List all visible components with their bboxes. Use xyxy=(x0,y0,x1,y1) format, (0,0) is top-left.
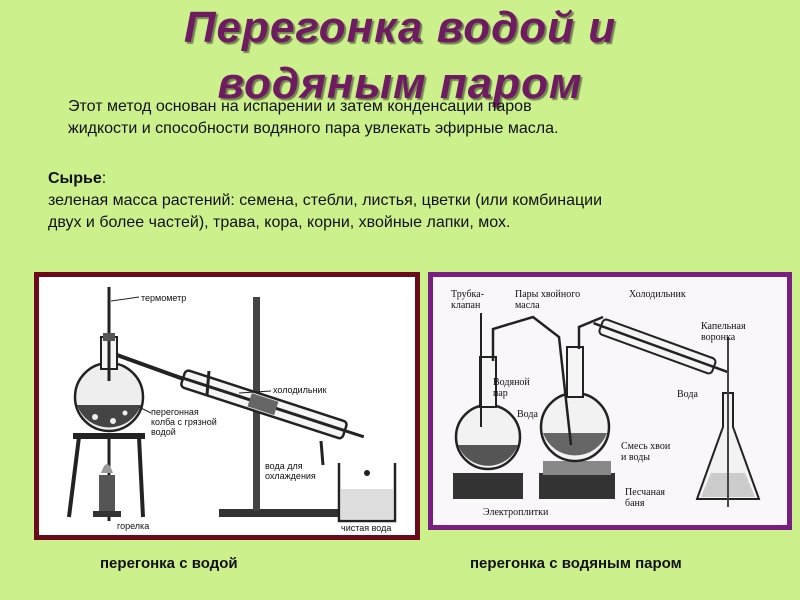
label-thermometer: термометр xyxy=(141,293,186,303)
generator-water xyxy=(458,445,518,466)
leader-thermometer xyxy=(110,296,140,302)
label-steam-2: пар xyxy=(493,388,508,399)
bubble xyxy=(92,414,98,420)
label-flask-3: водой xyxy=(151,427,176,437)
stand-base xyxy=(219,509,339,517)
burner-body xyxy=(99,475,115,513)
caption-steam-distillation: перегонка с водяным паром xyxy=(470,555,682,572)
label-valve-tube-2: клапан xyxy=(451,300,481,311)
raw-material-section: Сырье: зеленая масса растений: семена, с… xyxy=(48,168,768,234)
label-valve-tube-1: Трубка- xyxy=(451,289,484,300)
label-funnel-1: Капельная xyxy=(701,321,746,332)
steam-distillation-figure: Трубка- клапан Пары хвойного масла Холод… xyxy=(428,272,792,530)
tripod-ring xyxy=(73,433,145,439)
label-flask-1: перегонная xyxy=(151,407,199,417)
burner-flame xyxy=(101,464,113,473)
pine-flask-neck xyxy=(566,346,584,398)
hotplate-right xyxy=(539,473,615,499)
label-steam-1: Водяной xyxy=(493,377,530,388)
label-vapors-2: масла xyxy=(515,300,540,311)
water-distillation-figure: термометр холодильник перегонная колба с… xyxy=(34,272,420,540)
receiver-beaker xyxy=(337,463,397,523)
caption-water-distillation: перегонка с водой xyxy=(100,555,238,572)
cooling-inlet xyxy=(319,440,325,466)
label-clean-water: чистая вода xyxy=(341,523,391,533)
label-condenser-right: Холодильник xyxy=(629,289,686,300)
label-burner: горелка xyxy=(117,521,149,531)
label-water-mid: Вода xyxy=(517,409,538,420)
vapor-tube xyxy=(577,315,604,349)
steam-distillation-diagram: Трубка- клапан Пары хвойного масла Холод… xyxy=(451,289,761,518)
label-sand-1: Песчаная xyxy=(625,487,665,498)
label-mixture-2: и воды xyxy=(621,452,650,463)
title-line-1: Перегонка водой и xyxy=(183,3,617,52)
tripod-leg-right xyxy=(137,436,145,518)
raw-material-line-1: зеленая масса растений: семена, стебли, … xyxy=(48,192,602,209)
label-water-right: Вода xyxy=(677,389,698,400)
stopper xyxy=(103,333,115,341)
clean-water xyxy=(341,489,393,519)
label-cooling-2: охлаждения xyxy=(265,471,316,481)
label-funnel-2: воронка xyxy=(701,332,736,343)
label-mixture-1: Смесь хвои xyxy=(621,441,671,452)
bubble xyxy=(122,410,128,416)
leader-flask xyxy=(138,406,152,414)
cooling-outlet xyxy=(205,370,211,396)
condenser xyxy=(173,369,365,440)
hotplate-left xyxy=(453,473,523,499)
sand-bath xyxy=(543,461,611,475)
raw-material-line-2: двух и более частей), трава, кора, корни… xyxy=(48,214,511,231)
title-line-2: водяным паром xyxy=(217,59,583,108)
pine-mixture xyxy=(543,433,607,456)
intro-line-2: жидкости и способности водяного пара увл… xyxy=(68,120,559,137)
label-flask-2: колба с грязной xyxy=(151,417,217,427)
tripod-leg-left xyxy=(67,436,81,518)
drop xyxy=(364,470,370,476)
condenser-right xyxy=(593,318,730,375)
label-hotplates: Электроплитки xyxy=(483,507,549,518)
label-sand-2: баня xyxy=(625,498,645,509)
bubble xyxy=(110,418,116,424)
label-cooling-1: вода для xyxy=(265,461,303,471)
page-title: Перегонка водой и водяным паром xyxy=(0,0,800,112)
water-distillation-diagram: термометр холодильник перегонная колба с… xyxy=(67,287,397,533)
leader-condenser xyxy=(238,390,272,394)
burner-base xyxy=(93,511,121,517)
label-vapors-1: Пары хвойного xyxy=(515,289,580,300)
raw-material-heading: Сырье xyxy=(48,170,102,187)
raw-material-colon: : xyxy=(101,170,107,187)
steam-tube xyxy=(491,315,573,446)
intro-paragraph: Этот метод основан на испарении и затем … xyxy=(68,96,768,140)
intro-line-1: Этот метод основан на испарении и затем … xyxy=(68,98,532,115)
label-condenser: холодильник xyxy=(273,385,327,395)
